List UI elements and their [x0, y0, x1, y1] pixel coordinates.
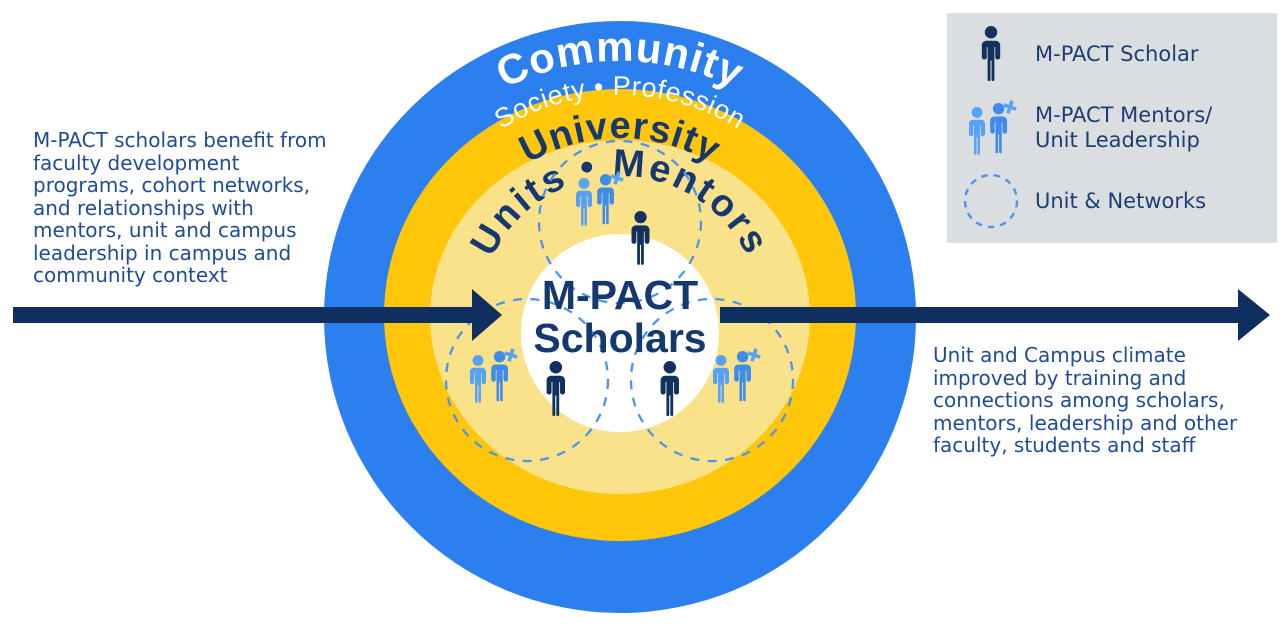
- right-annotation: Unit and Campus climate improved by trai…: [933, 343, 1238, 457]
- unit-network-circle-top: [537, 139, 703, 305]
- unit-network-circle-right: [629, 297, 795, 463]
- scholar-icon: [947, 26, 1035, 83]
- outbound-arrow: [720, 289, 1270, 341]
- unit-network-circle-left: [444, 297, 610, 463]
- center-label-line1: M-PACT: [542, 272, 698, 318]
- legend-label-unit-networks: Unit & Networks: [1035, 188, 1207, 213]
- center-label-line2: Scholars: [533, 315, 706, 361]
- legend-row-scholar: M-PACT Scholar: [947, 18, 1277, 91]
- legend: M-PACT Scholar M-PACT Mentors/ Unit Lead…: [947, 13, 1277, 243]
- unit-networks-icon: [947, 172, 1035, 230]
- legend-row-mentors: M-PACT Mentors/ Unit Leadership: [947, 91, 1277, 164]
- left-annotation: M-PACT scholars benefit from faculty dev…: [33, 128, 327, 287]
- legend-label-mentors: M-PACT Mentors/ Unit Leadership: [1035, 102, 1213, 152]
- mentors-icon: [947, 99, 1035, 157]
- inbound-arrow: [13, 289, 502, 341]
- legend-row-unit-networks: Unit & Networks: [947, 165, 1277, 238]
- legend-label-scholar: M-PACT Scholar: [1035, 42, 1199, 67]
